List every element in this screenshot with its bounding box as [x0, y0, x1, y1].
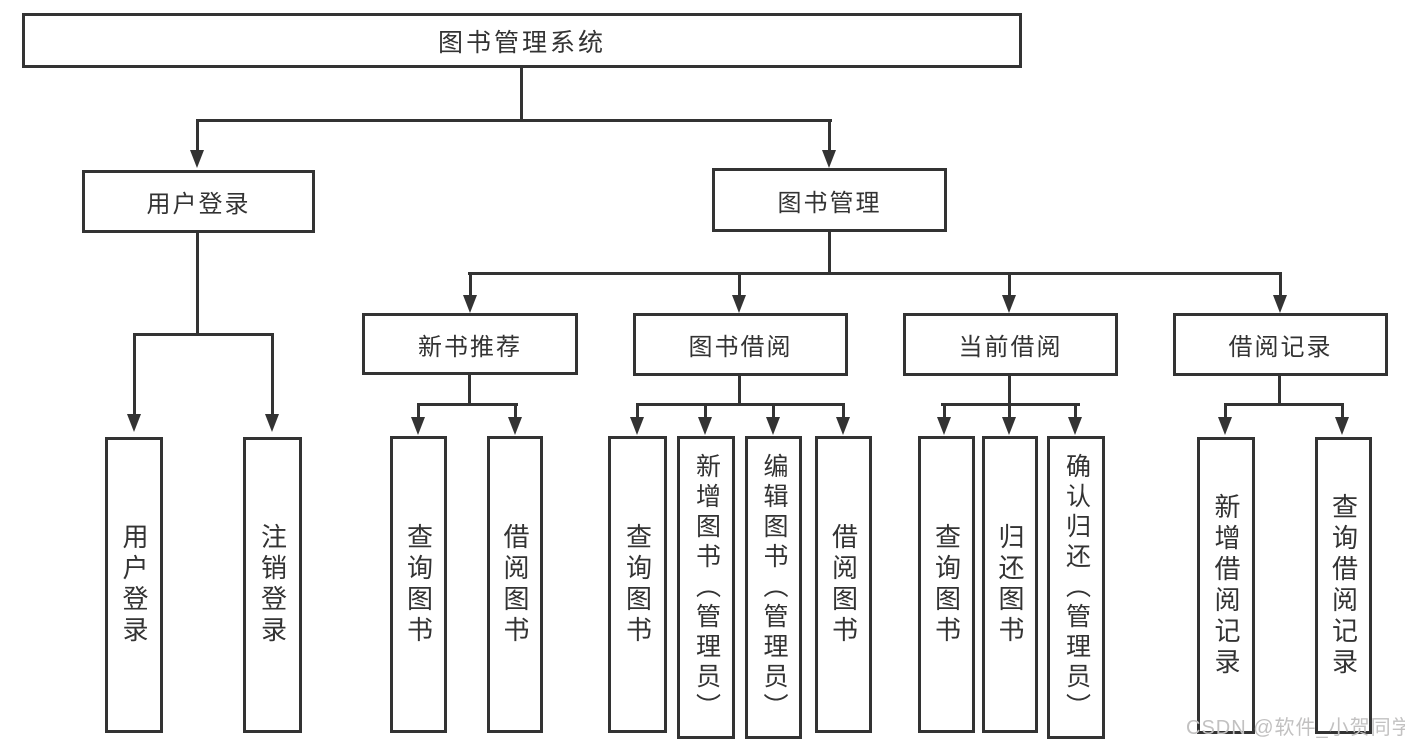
- node-root: 图书管理系统: [22, 13, 1022, 68]
- connector-bb-span: [636, 403, 845, 406]
- arrow-down-icon: [732, 295, 746, 313]
- arrow-down-icon: [127, 414, 141, 432]
- connector-book-mgmt-span: [468, 272, 1282, 275]
- leaf-confirm-return-admin: 确认归还（管理员）: [1047, 436, 1105, 739]
- arrow-down-icon: [265, 414, 279, 432]
- arrow-down-icon: [836, 417, 850, 435]
- arrow-down-icon: [1002, 417, 1016, 435]
- arrow-down-icon: [463, 295, 477, 313]
- connector-stem: [704, 403, 707, 419]
- connector-stem: [514, 403, 517, 419]
- watermark-text: CSDN @软件_小贺同学: [1186, 717, 1405, 739]
- leaf-query-borrow-record: 查询借阅记录: [1315, 437, 1372, 734]
- connector-stem: [772, 403, 775, 419]
- connector-stem: [1074, 403, 1077, 419]
- leaf-add-book-admin: 新增图书（管理员）: [677, 436, 735, 739]
- node-book-borrow: 图书借阅: [633, 313, 848, 376]
- connector-stem-book-management: [828, 119, 831, 152]
- arrow-down-icon: [1273, 295, 1287, 313]
- connector-stem-new-book: [469, 272, 472, 297]
- connector-stem-logout: [271, 333, 274, 416]
- node-book-management: 图书管理: [712, 168, 947, 232]
- leaf-query-books: 查询图书: [918, 436, 975, 733]
- node-user-login: 用户登录: [82, 170, 315, 233]
- arrow-down-icon: [698, 417, 712, 435]
- arrow-down-icon: [1218, 417, 1232, 435]
- leaf-add-borrow-record: 新增借阅记录: [1197, 437, 1255, 734]
- connector-book-mgmt-trunk: [828, 232, 831, 274]
- arrow-down-icon: [1068, 417, 1082, 435]
- leaf-borrow-books: 借阅图书: [815, 436, 872, 733]
- arrow-down-icon: [508, 417, 522, 435]
- connector-br-trunk: [1278, 376, 1281, 405]
- connector-nbr-trunk: [468, 375, 471, 405]
- connector-cb-trunk: [1008, 376, 1011, 405]
- leaf-query-books: 查询图书: [608, 436, 667, 733]
- leaf-edit-book-admin: 编辑图书（管理员）: [745, 436, 802, 739]
- connector-stem-login: [133, 333, 136, 416]
- arrow-down-icon: [190, 150, 204, 168]
- arrow-down-icon: [1002, 295, 1016, 313]
- connector-stem: [1224, 403, 1227, 419]
- connector-stem-current-borrow: [1008, 272, 1011, 297]
- connector-nbr-span: [417, 403, 518, 406]
- leaf-query-books: 查询图书: [390, 436, 447, 733]
- leaf-borrow-books: 借阅图书: [487, 436, 543, 733]
- node-borrow-records: 借阅记录: [1173, 313, 1388, 376]
- connector-stem-borrow-records: [1279, 272, 1282, 297]
- connector-bb-trunk: [738, 376, 741, 405]
- arrow-down-icon: [766, 417, 780, 435]
- connector-stem-user-login: [196, 119, 199, 152]
- connector-br-span: [1224, 403, 1344, 406]
- connector-root-trunk: [520, 68, 523, 122]
- connector-user-login-trunk: [196, 233, 199, 335]
- connector-stem: [943, 403, 946, 419]
- arrow-down-icon: [411, 417, 425, 435]
- arrow-down-icon: [630, 417, 644, 435]
- connector-stem: [1008, 403, 1011, 419]
- connector-stem: [417, 403, 420, 419]
- leaf-user-login: 用户登录: [105, 437, 163, 733]
- node-current-borrow: 当前借阅: [903, 313, 1118, 376]
- leaf-return-book: 归还图书: [982, 436, 1038, 733]
- connector-stem: [842, 403, 845, 419]
- leaf-logout: 注销登录: [243, 437, 302, 733]
- connector-stem-book-borrow: [738, 272, 741, 297]
- connector-stem: [636, 403, 639, 419]
- connector-user-login-span: [133, 333, 274, 336]
- node-new-book-recommend: 新书推荐: [362, 313, 578, 375]
- connector-root-span: [196, 119, 832, 122]
- arrow-down-icon: [822, 150, 836, 168]
- connector-stem: [1341, 403, 1344, 419]
- arrow-down-icon: [1335, 417, 1349, 435]
- arrow-down-icon: [937, 417, 951, 435]
